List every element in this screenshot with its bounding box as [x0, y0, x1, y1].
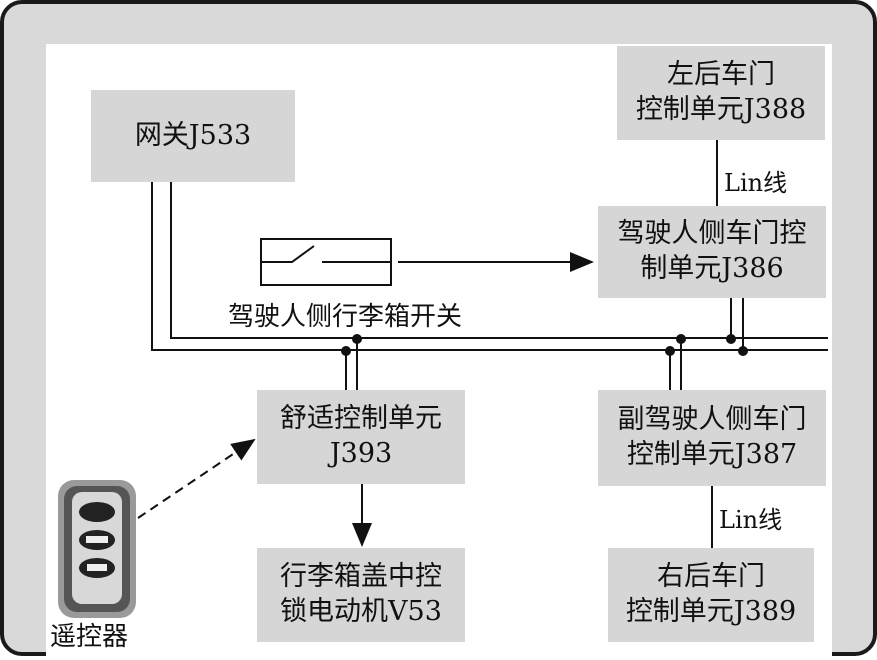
junction-dot [341, 346, 351, 356]
left-rear-door-box: 左后车门 控制单元J388 [617, 46, 825, 140]
passenger-door-line2: 控制单元J387 [626, 439, 798, 470]
right-rear-door-line2: 控制单元J389 [625, 596, 797, 627]
gateway-box: 网关J533 [91, 90, 295, 182]
comfort-line1: 舒适控制单元 [280, 403, 442, 435]
driver-door-line2: 制单元J386 [640, 253, 784, 284]
bus-wire-outer [151, 182, 828, 351]
junction-dot [676, 334, 686, 344]
left-rear-door-line2: 控制单元J388 [635, 94, 807, 125]
left-rear-door-line1: 左后车门 [667, 59, 775, 91]
lin-label-lower: Lin线 [719, 506, 783, 534]
comfort-line2: J393 [329, 438, 393, 469]
right-rear-door-line1: 右后车门 [657, 561, 765, 593]
comfort-box: 舒适控制单元 J393 [257, 390, 465, 484]
junction-dot [738, 346, 748, 356]
trunk-switch-label: 驾驶人侧行李箱开关 [228, 302, 463, 332]
junction-dot [352, 334, 362, 344]
trunk-switch-symbol [260, 238, 392, 286]
switch-contact [262, 245, 390, 263]
driver-door-box: 驾驶人侧车门控 制单元J386 [598, 206, 826, 298]
trunk-motor-line2: 锁电动机V53 [280, 596, 442, 627]
trunk-motor-line1: 行李箱盖中控 [280, 561, 442, 593]
junction-dot [726, 334, 736, 344]
junction-dot [665, 346, 675, 356]
remote-signal-arrow [137, 438, 256, 519]
passenger-door-line1: 副驾驶人侧车门 [617, 404, 807, 436]
trunk-motor-box: 行李箱盖中控 锁电动机V53 [257, 548, 465, 642]
remote-key-image [58, 480, 136, 618]
lin-label-upper: Lin线 [724, 169, 788, 197]
remote-label: 遥控器 [50, 622, 129, 652]
right-rear-door-box: 右后车门 控制单元J389 [608, 548, 814, 642]
driver-door-line1: 驾驶人侧车门控 [617, 218, 807, 250]
bus-wire-inner [170, 182, 828, 339]
gateway-label: 网关J533 [134, 119, 252, 151]
passenger-door-box: 副驾驶人侧车门 控制单元J387 [598, 390, 826, 486]
